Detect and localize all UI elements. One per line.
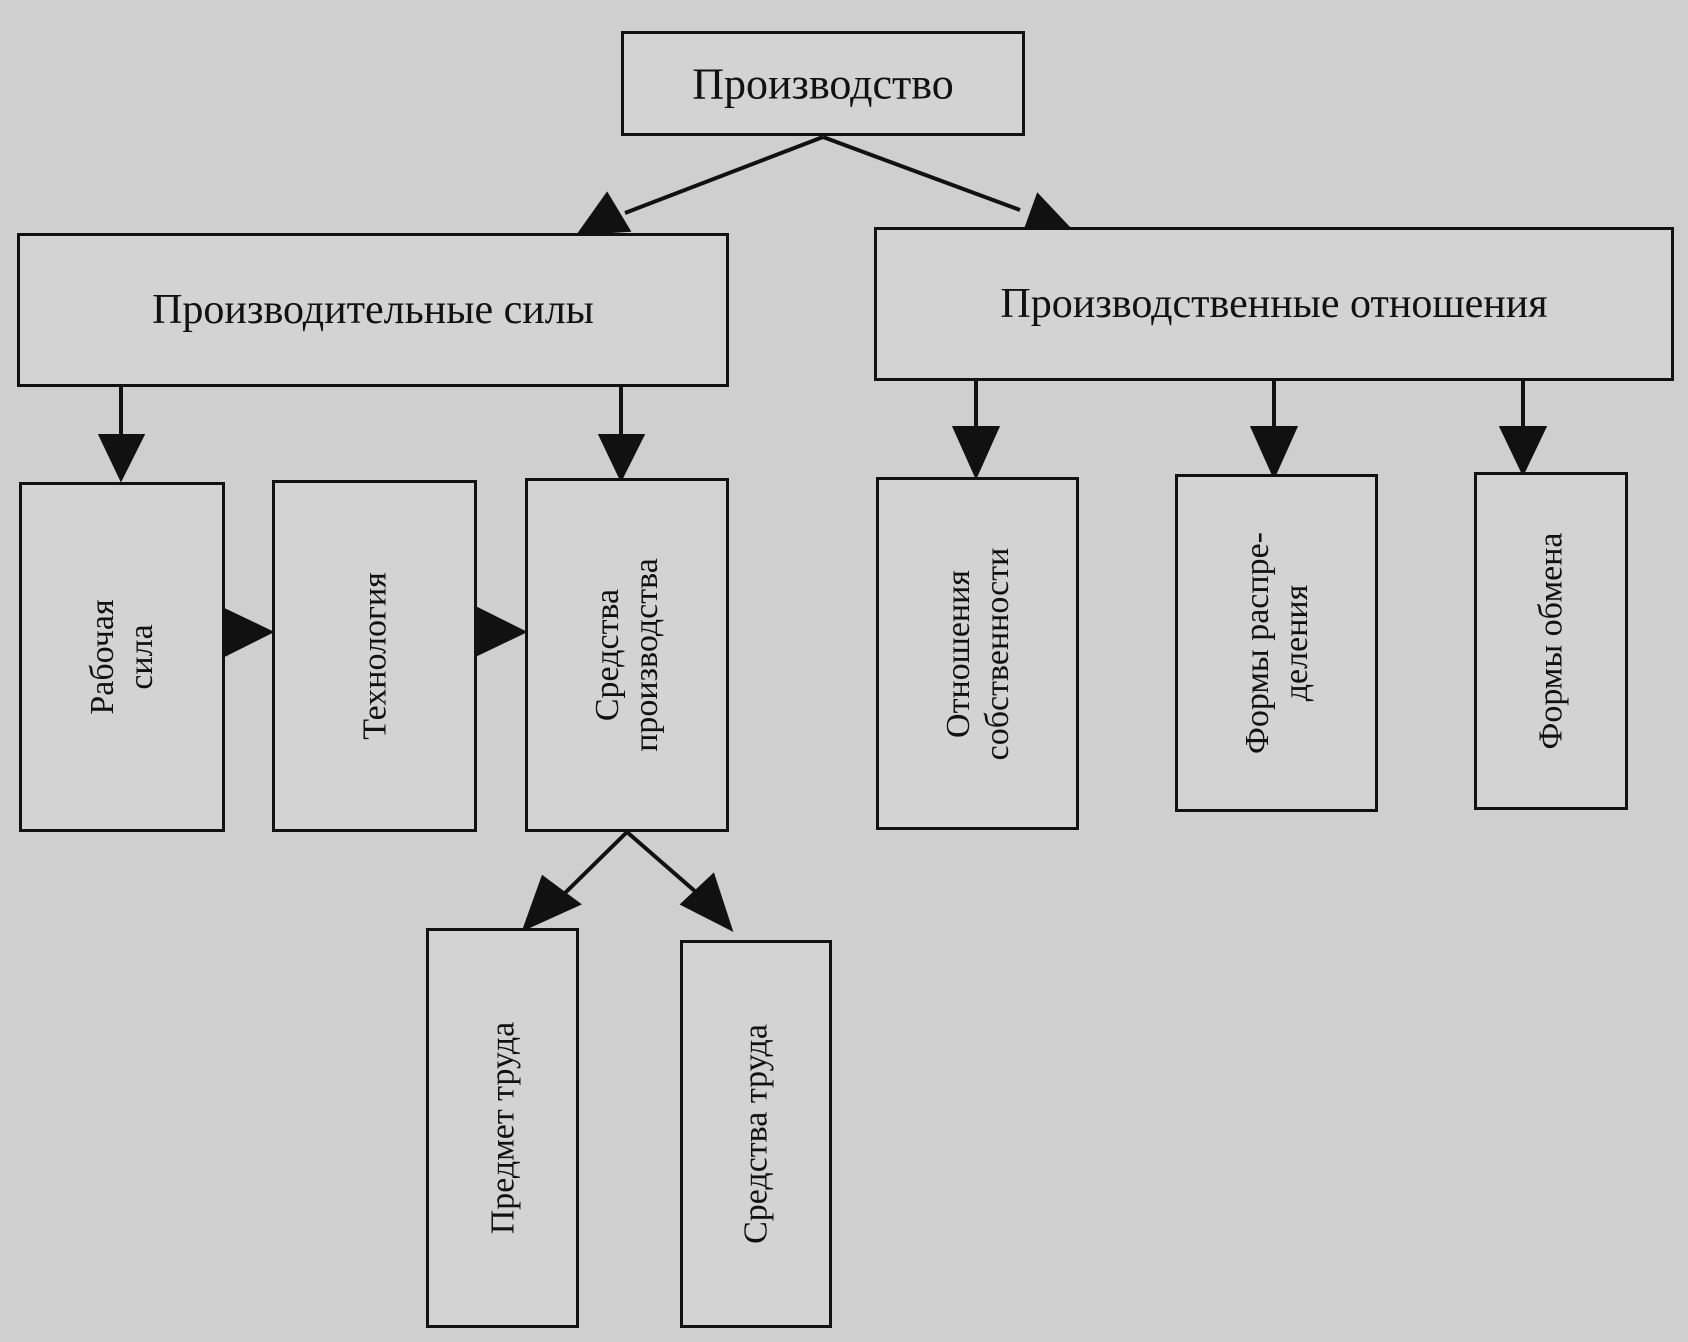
arrowhead-relations-property	[951, 426, 1001, 480]
node-means-of-production-line-1: Средства	[588, 588, 626, 722]
node-technology-label: Технология	[355, 572, 393, 740]
node-production-relations: Производственные отношения	[874, 227, 1674, 381]
node-distribution-forms-line-1: Формы распре-	[1238, 532, 1276, 754]
edge-root-forces	[624, 135, 824, 215]
edge-means-meanslabor	[625, 830, 699, 895]
node-labor-power-label: Рабочая сила	[83, 599, 161, 714]
node-property-relations: Отношения собственности	[876, 477, 1079, 830]
edge-means-object	[563, 830, 629, 895]
arrowhead-means-object	[521, 874, 582, 932]
node-production-relations-label: Производственные отношения	[1000, 281, 1548, 327]
node-labor-power-line-1: Рабочая	[83, 599, 121, 715]
node-means-of-labor-label: Средства труда	[737, 1024, 775, 1244]
edge-root-relations	[822, 135, 1021, 212]
node-labor-power-line-2: сила	[123, 624, 160, 690]
node-labor-power: Рабочая сила	[19, 482, 225, 832]
arrowhead-technology-means	[473, 604, 528, 659]
arrowhead-forces-means	[597, 434, 646, 483]
arrowhead-relations-distribution	[1249, 426, 1299, 480]
node-property-relations-label: Отношения собственности	[938, 547, 1016, 760]
node-distribution-forms-label: Формы распре- деления	[1237, 532, 1315, 754]
node-root-label: Производство	[692, 59, 954, 108]
node-means-of-production-line-2: производства	[628, 558, 665, 752]
arrowhead-root-forces	[575, 191, 632, 236]
node-means-of-production-label: Средства производства	[588, 558, 666, 752]
node-exchange-forms: Формы обмена	[1474, 472, 1628, 810]
node-property-relations-line-2: собственности	[978, 547, 1016, 760]
node-object-of-labor-label: Предмет труда	[483, 1021, 521, 1235]
node-exchange-forms-label: Формы обмена	[1532, 532, 1570, 750]
arrowhead-relations-exchange	[1498, 426, 1548, 477]
arrowhead-forces-labor	[97, 434, 146, 483]
node-means-of-production: Средства производства	[525, 478, 729, 832]
arrowhead-means-meanslabor	[679, 872, 734, 932]
node-technology: Технология	[272, 480, 477, 832]
node-root: Производство	[621, 31, 1025, 136]
node-property-relations-line-1: Отношения	[939, 569, 977, 738]
node-means-of-labor: Средства труда	[680, 940, 832, 1328]
node-distribution-forms-line-2: деления	[1277, 584, 1315, 702]
node-productive-forces-label: Производительные силы	[152, 287, 594, 333]
node-productive-forces: Производительные силы	[17, 233, 729, 387]
node-object-of-labor: Предмет труда	[426, 928, 579, 1328]
node-distribution-forms: Формы распре- деления	[1175, 474, 1378, 812]
arrowhead-labor-technology	[222, 606, 275, 659]
